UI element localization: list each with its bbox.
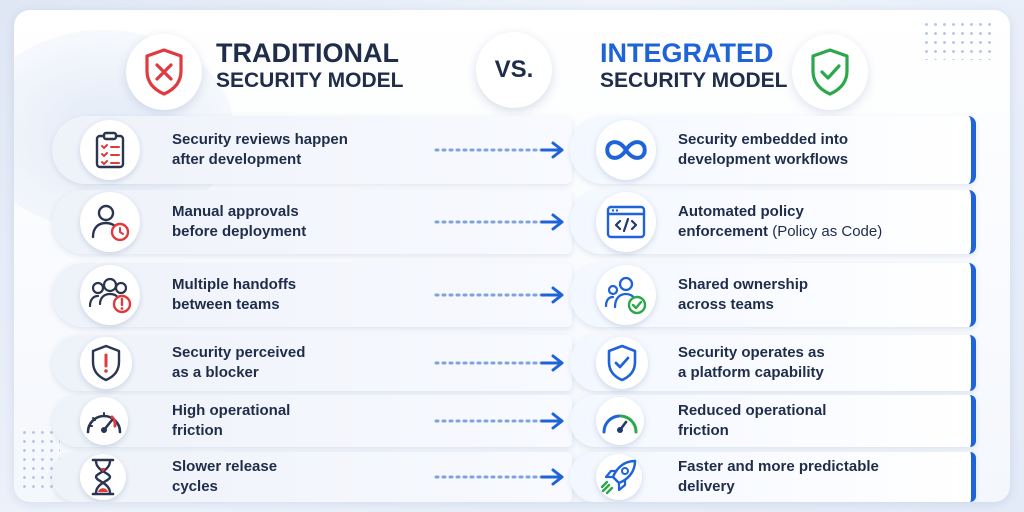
traditional-text: Manual approvals before deployment bbox=[172, 202, 306, 242]
traditional-text: High operational friction bbox=[172, 401, 290, 441]
integrated-text-line2-main: enforcement bbox=[678, 222, 769, 240]
integrated-text-line1: Faster and more predictable bbox=[678, 458, 879, 475]
infinity-loop-icon bbox=[596, 120, 656, 180]
integrated-text: Security operates as a platform capabilit… bbox=[678, 343, 825, 383]
comparison-row: Security reviews happen after development… bbox=[14, 116, 1010, 184]
integrated-text-line1: Automated policy bbox=[678, 203, 804, 220]
integrated-text: Faster and more predictable delivery bbox=[678, 457, 879, 497]
arrow-right-icon bbox=[434, 353, 568, 378]
comparison-card: TRADITIONAL SECURITY MODEL VS. INTEGRATE… bbox=[14, 10, 1010, 502]
traditional-text-line2: after development bbox=[172, 150, 302, 168]
traditional-text: Multiple handoffs between teams bbox=[172, 275, 296, 315]
integrated-text-line2-main: a platform capability bbox=[678, 363, 824, 381]
arrow-right-icon bbox=[434, 140, 568, 165]
integrated-text-line2: friction bbox=[678, 421, 826, 441]
integrated-text-line1: Security operates as bbox=[678, 344, 825, 361]
users-alert-icon bbox=[80, 265, 140, 325]
integrated-text-line2: development workflows bbox=[678, 150, 848, 170]
traditional-text: Security perceived as a blocker bbox=[172, 343, 305, 383]
traditional-text-line2: as a blocker bbox=[172, 363, 259, 381]
shield-alert-icon bbox=[80, 337, 132, 389]
traditional-text: Security reviews happen after development bbox=[172, 130, 348, 170]
clipboard-checklist-icon bbox=[80, 120, 140, 180]
code-window-icon bbox=[596, 192, 656, 252]
user-clock-icon bbox=[80, 192, 140, 252]
integrated-title-line1: INTEGRATED bbox=[600, 38, 774, 68]
comparison-row: Multiple handoffs between teams Shared own… bbox=[14, 263, 1010, 327]
arrow-right-icon bbox=[434, 212, 568, 237]
traditional-text-line1: Slower release bbox=[172, 458, 278, 475]
integrated-text: Shared ownership across teams bbox=[678, 275, 808, 315]
traditional-text-line1: High operational bbox=[172, 402, 291, 419]
integrated-text-line2-main: delivery bbox=[678, 477, 735, 495]
traditional-text-line1: Security reviews happen bbox=[172, 131, 348, 148]
shield-check-icon bbox=[596, 337, 648, 389]
vs-badge: VS. bbox=[476, 32, 552, 108]
traditional-text-line2: before deployment bbox=[172, 222, 307, 240]
integrated-title-line2: SECURITY MODEL bbox=[600, 69, 788, 93]
traditional-text-line2: cycles bbox=[172, 477, 218, 495]
integrated-text-line1: Shared ownership bbox=[678, 276, 809, 293]
comparison-row: Security perceived as a blocker Security o… bbox=[14, 335, 1010, 391]
traditional-text-line2: friction bbox=[172, 421, 223, 439]
traditional-title-line2: SECURITY MODEL bbox=[216, 69, 404, 93]
arrow-right-icon bbox=[434, 411, 568, 436]
traditional-text: Slower release cycles bbox=[172, 457, 277, 497]
integrated-text: Reduced operational friction bbox=[678, 401, 826, 441]
gauge-high-icon bbox=[80, 397, 128, 445]
hourglass-icon bbox=[80, 454, 126, 500]
integrated-text-line2-suffix: (Policy as Code) bbox=[768, 222, 883, 240]
shield-x-icon bbox=[126, 34, 202, 110]
integrated-text: Security embedded into development workfl… bbox=[678, 130, 848, 170]
integrated-text-line2: across teams bbox=[678, 295, 808, 315]
traditional-title-line1: TRADITIONAL bbox=[216, 38, 399, 68]
decorative-dots bbox=[922, 20, 992, 60]
team-check-icon bbox=[596, 265, 656, 325]
integrated-text-line1: Security embedded into bbox=[678, 131, 849, 148]
integrated-title: INTEGRATED SECURITY MODEL bbox=[600, 38, 787, 93]
gauge-low-icon bbox=[596, 397, 644, 445]
traditional-text-line1: Security perceived bbox=[172, 344, 306, 361]
integrated-text-line2: a platform capability bbox=[678, 363, 825, 383]
traditional-text-line1: Multiple handoffs bbox=[172, 276, 297, 293]
arrow-right-icon bbox=[434, 467, 568, 492]
rocket-icon bbox=[596, 454, 642, 500]
integrated-text-line2-main: friction bbox=[678, 421, 729, 439]
traditional-title: TRADITIONAL SECURITY MODEL bbox=[216, 38, 403, 93]
integrated-text-line2: enforcement (Policy as Code) bbox=[678, 222, 882, 242]
integrated-text-line2-main: development workflows bbox=[678, 150, 849, 168]
integrated-text: Automated policy enforcement (Policy as C… bbox=[678, 202, 882, 242]
integrated-text-line1: Reduced operational bbox=[678, 402, 827, 419]
traditional-text-line2: between teams bbox=[172, 295, 280, 313]
comparison-row: Slower release cycles Faster and more pred… bbox=[14, 452, 1010, 502]
integrated-text-line2: delivery bbox=[678, 477, 879, 497]
shield-check-icon bbox=[792, 34, 868, 110]
comparison-row: Manual approvals before deployment Automat… bbox=[14, 190, 1010, 254]
arrow-right-icon bbox=[434, 285, 568, 310]
traditional-text-line1: Manual approvals bbox=[172, 203, 299, 220]
integrated-text-line2-main: across teams bbox=[678, 295, 774, 313]
